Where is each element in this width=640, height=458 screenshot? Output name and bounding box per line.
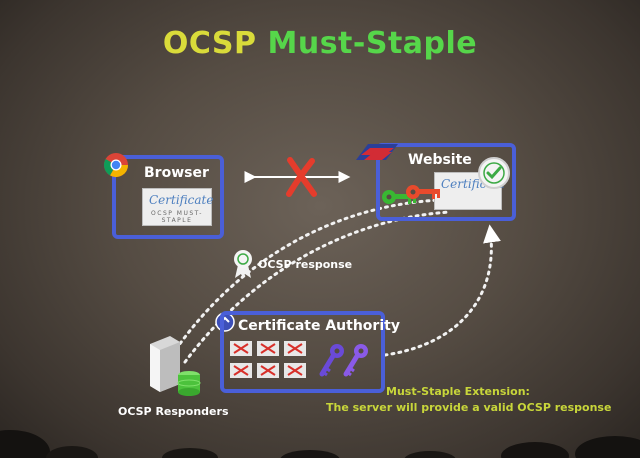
title-ocsp: OCSP xyxy=(162,26,257,61)
server-icon xyxy=(150,336,180,392)
audience-silhouette xyxy=(0,430,640,458)
bank-logo-icon xyxy=(356,144,398,160)
extension-description: The server will provide a valid OCSP res… xyxy=(326,401,612,414)
browser-certificate: Certificate OCSP MUST-STAPLE xyxy=(142,188,214,226)
website-box xyxy=(376,143,516,221)
seal-check-icon xyxy=(478,157,510,189)
dotted-path-responders-website-2 xyxy=(183,210,452,364)
database-icon xyxy=(177,371,201,396)
website-label: Website xyxy=(408,152,472,168)
slide-title: OCSP Must-Staple xyxy=(0,26,640,61)
browser-box xyxy=(112,155,224,239)
cross-icon xyxy=(286,157,317,197)
ca-label: Certificate Authority xyxy=(238,318,400,334)
purple-key-icon xyxy=(319,344,344,377)
browser-certificate-footer: OCSP MUST-STAPLE xyxy=(151,210,203,224)
revoked-certificates-grid xyxy=(230,341,306,378)
dotted-path-ca-website xyxy=(383,224,501,357)
chrome-icon xyxy=(103,153,128,178)
dotted-path-responders-website-1 xyxy=(170,198,442,357)
title-must-staple: Must-Staple xyxy=(267,26,478,61)
purple-key-icon-2 xyxy=(343,344,368,377)
ca-box xyxy=(220,311,385,393)
red-key-icon xyxy=(406,185,440,199)
green-key-icon xyxy=(382,190,416,204)
browser-certificate-label: Certificate xyxy=(149,193,214,207)
ribbon-icon xyxy=(234,250,252,278)
responders-label: OCSP Responders xyxy=(118,405,229,418)
ocsp-response-label: OCSP response xyxy=(258,258,353,271)
browser-label: Browser xyxy=(144,165,209,181)
extension-title: Must-Staple Extension: xyxy=(386,385,530,398)
